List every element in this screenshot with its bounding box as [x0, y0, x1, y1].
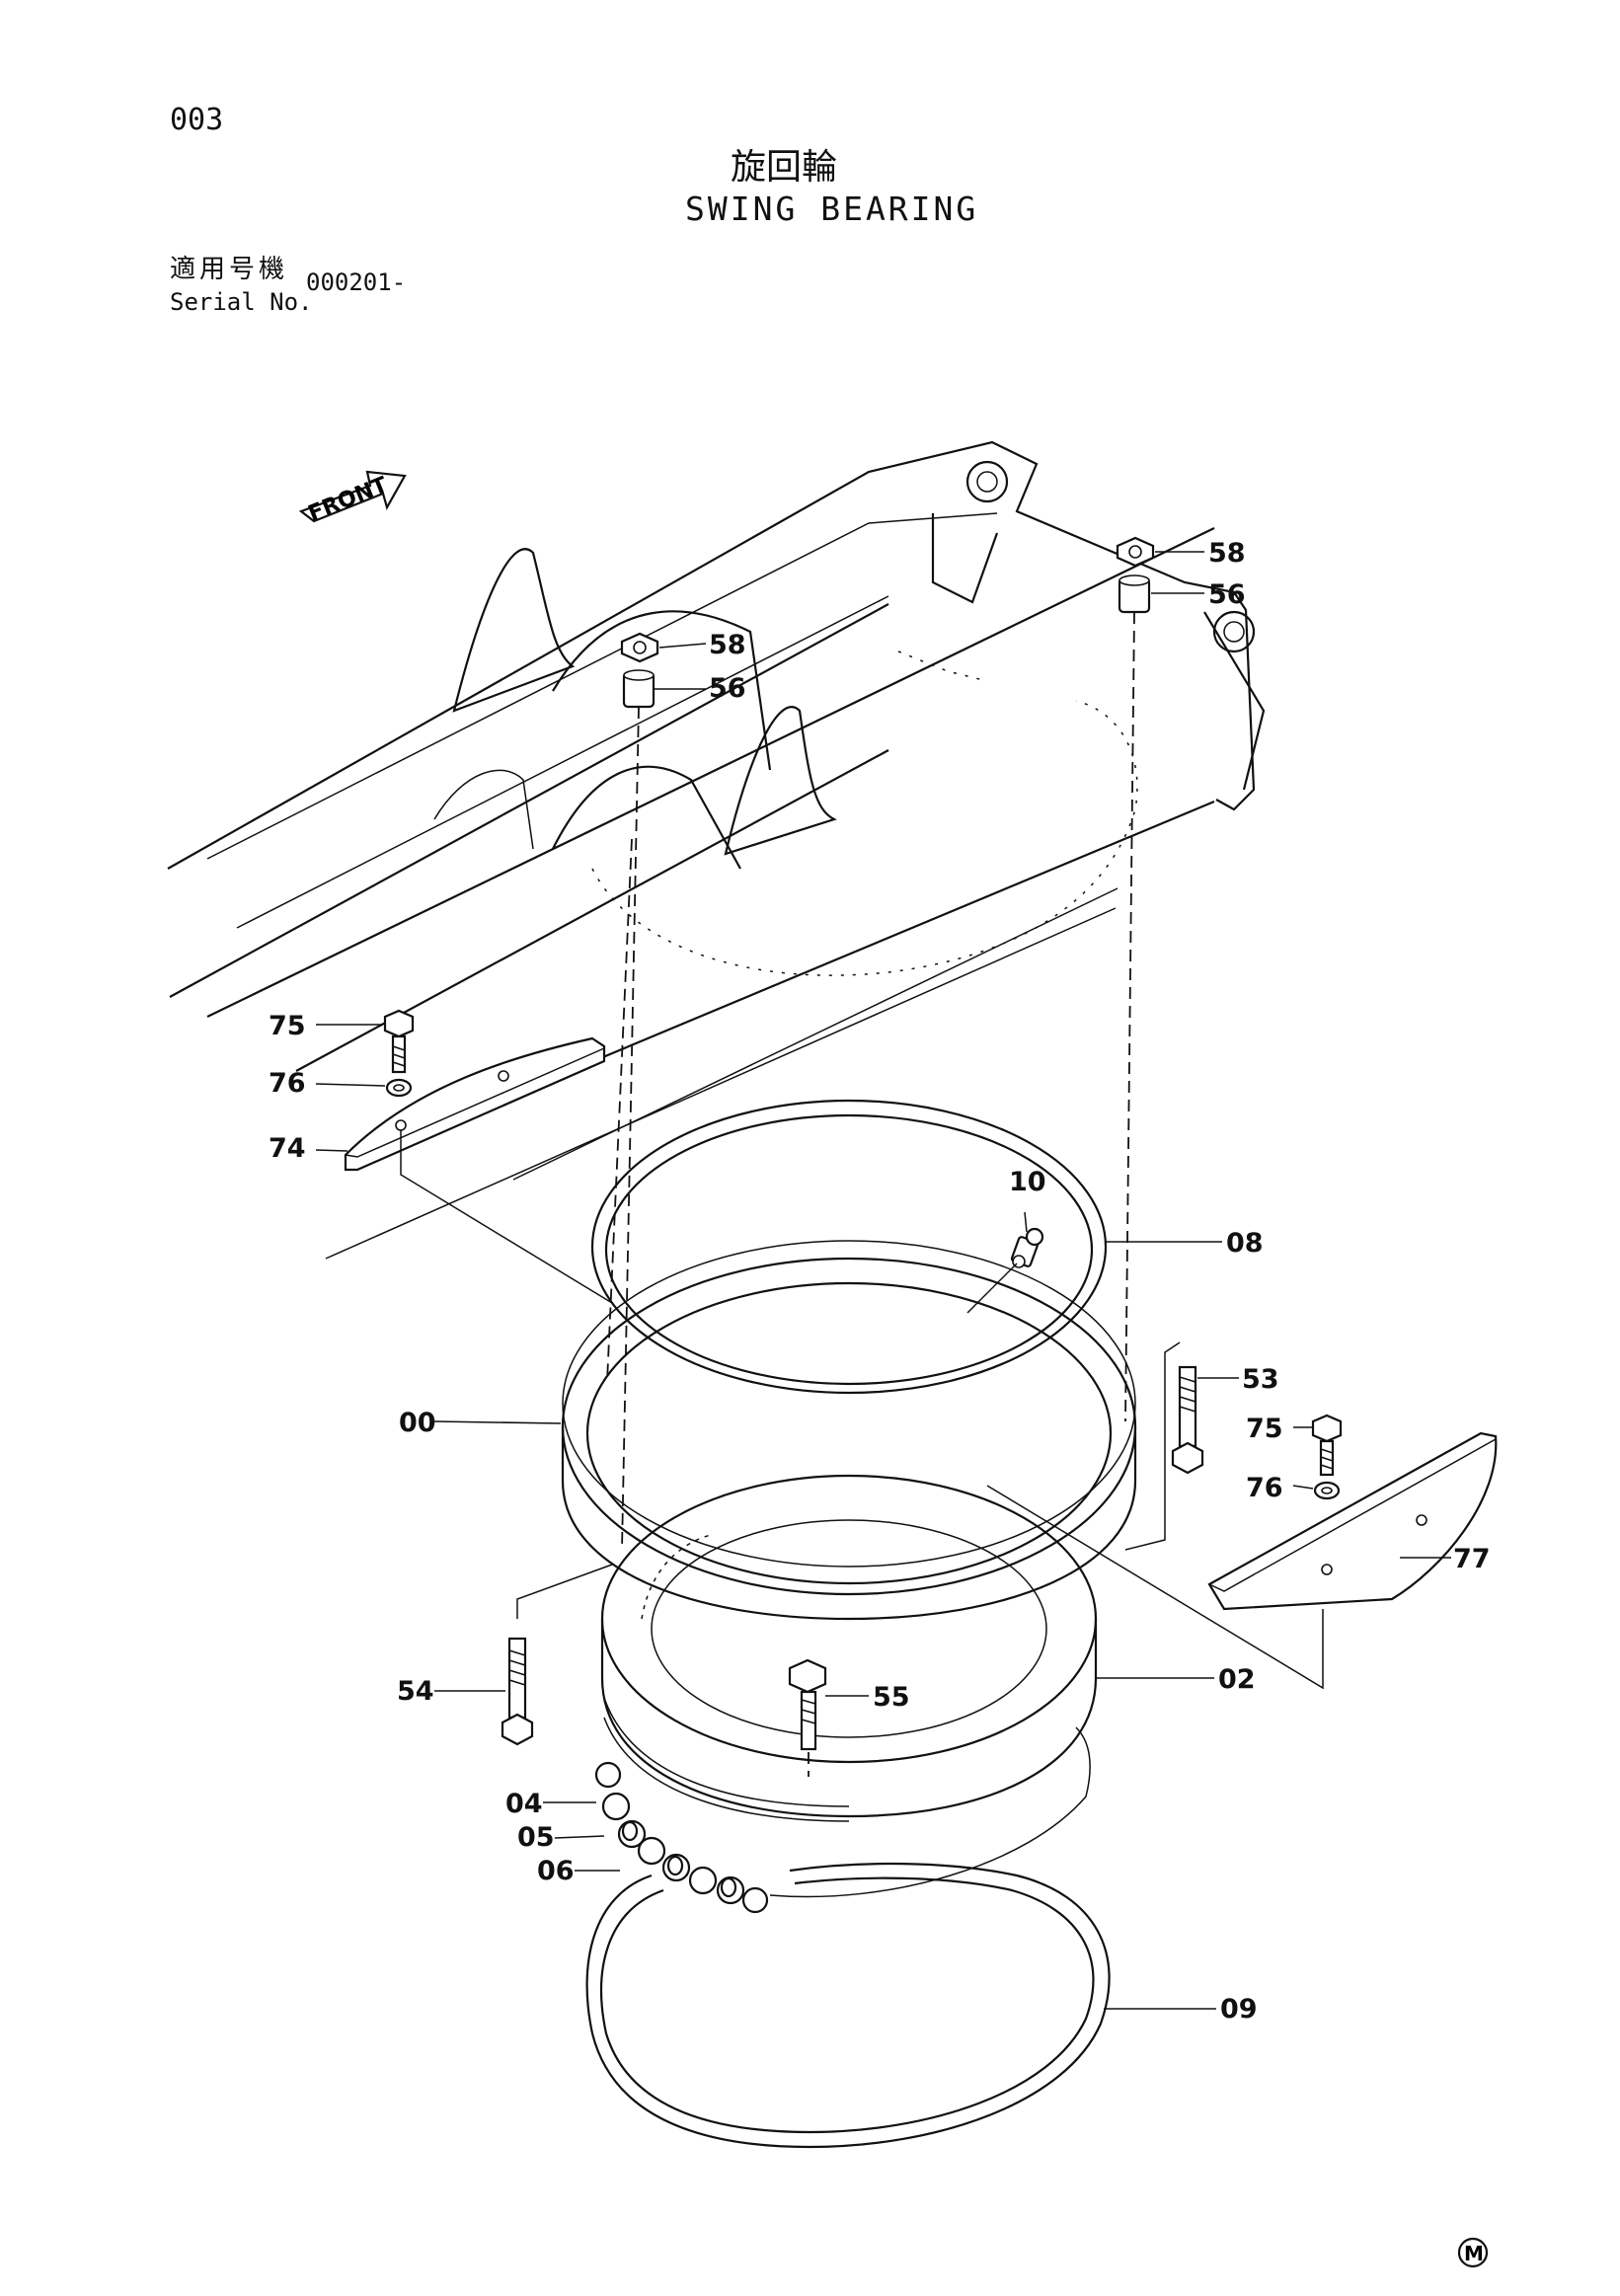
ball-set: [594, 1761, 769, 1914]
callout-53: 53: [1242, 1364, 1279, 1395]
callout-75-left: 75: [269, 1011, 306, 1041]
serial-label-english: Serial No.: [170, 288, 313, 316]
seal-08: [590, 1099, 1108, 1395]
manufacturer-mark-icon: M: [1457, 2237, 1489, 2268]
washer-76-left: [385, 1078, 413, 1098]
nut-58-top: [1116, 536, 1155, 568]
seal-09: [585, 1862, 1111, 2149]
bolt-55: [788, 1658, 827, 1751]
upper-frame: [167, 440, 1266, 1260]
page-number: 003: [170, 103, 224, 137]
callout-09: 09: [1220, 1994, 1258, 2025]
callout-76-left: 76: [269, 1068, 306, 1099]
callout-58-mid: 58: [709, 630, 746, 660]
callout-08: 08: [1226, 1228, 1264, 1259]
front-arrow-icon: FRONT: [298, 470, 407, 527]
callout-05: 05: [517, 1822, 555, 1853]
plate-74: [344, 1036, 606, 1172]
nut-58-mid: [620, 632, 659, 663]
callout-58-top: 58: [1208, 538, 1246, 569]
grease-fitting-10: [1010, 1227, 1044, 1268]
title-japanese: 旋回輪: [731, 147, 838, 188]
inner-ring-02: [600, 1474, 1098, 1822]
front-label: FRONT: [305, 473, 391, 527]
callout-56-mid: 56: [709, 673, 746, 704]
bolt-75-left: [383, 1009, 415, 1074]
callout-10: 10: [1009, 1167, 1046, 1197]
callout-75-right: 75: [1246, 1414, 1283, 1444]
callout-00: 00: [399, 1408, 436, 1438]
swing-bearing-00: [561, 1240, 1137, 1621]
bolt-54: [501, 1637, 534, 1746]
callout-55: 55: [873, 1682, 910, 1713]
mark-letter: M: [1464, 2242, 1484, 2265]
callout-56-top: 56: [1208, 579, 1246, 610]
bolt-75-right: [1311, 1414, 1343, 1477]
callout-76-right: 76: [1246, 1473, 1283, 1503]
washer-76-right: [1313, 1481, 1341, 1500]
bolt-53: [1171, 1365, 1204, 1475]
callout-06: 06: [537, 1856, 575, 1886]
callout-02: 02: [1218, 1664, 1256, 1695]
callout-77: 77: [1453, 1544, 1491, 1574]
title-english: SWING BEARING: [685, 190, 979, 228]
callout-04: 04: [505, 1789, 543, 1819]
spacer-56-mid: [622, 669, 656, 709]
spacer-56-top: [1118, 574, 1151, 614]
serial-number-value: 000201-: [306, 268, 407, 296]
serial-label-japanese: 適用号機: [170, 255, 289, 284]
callout-74: 74: [269, 1133, 306, 1164]
callout-54: 54: [397, 1676, 434, 1707]
plate-77: [1207, 1431, 1498, 1611]
